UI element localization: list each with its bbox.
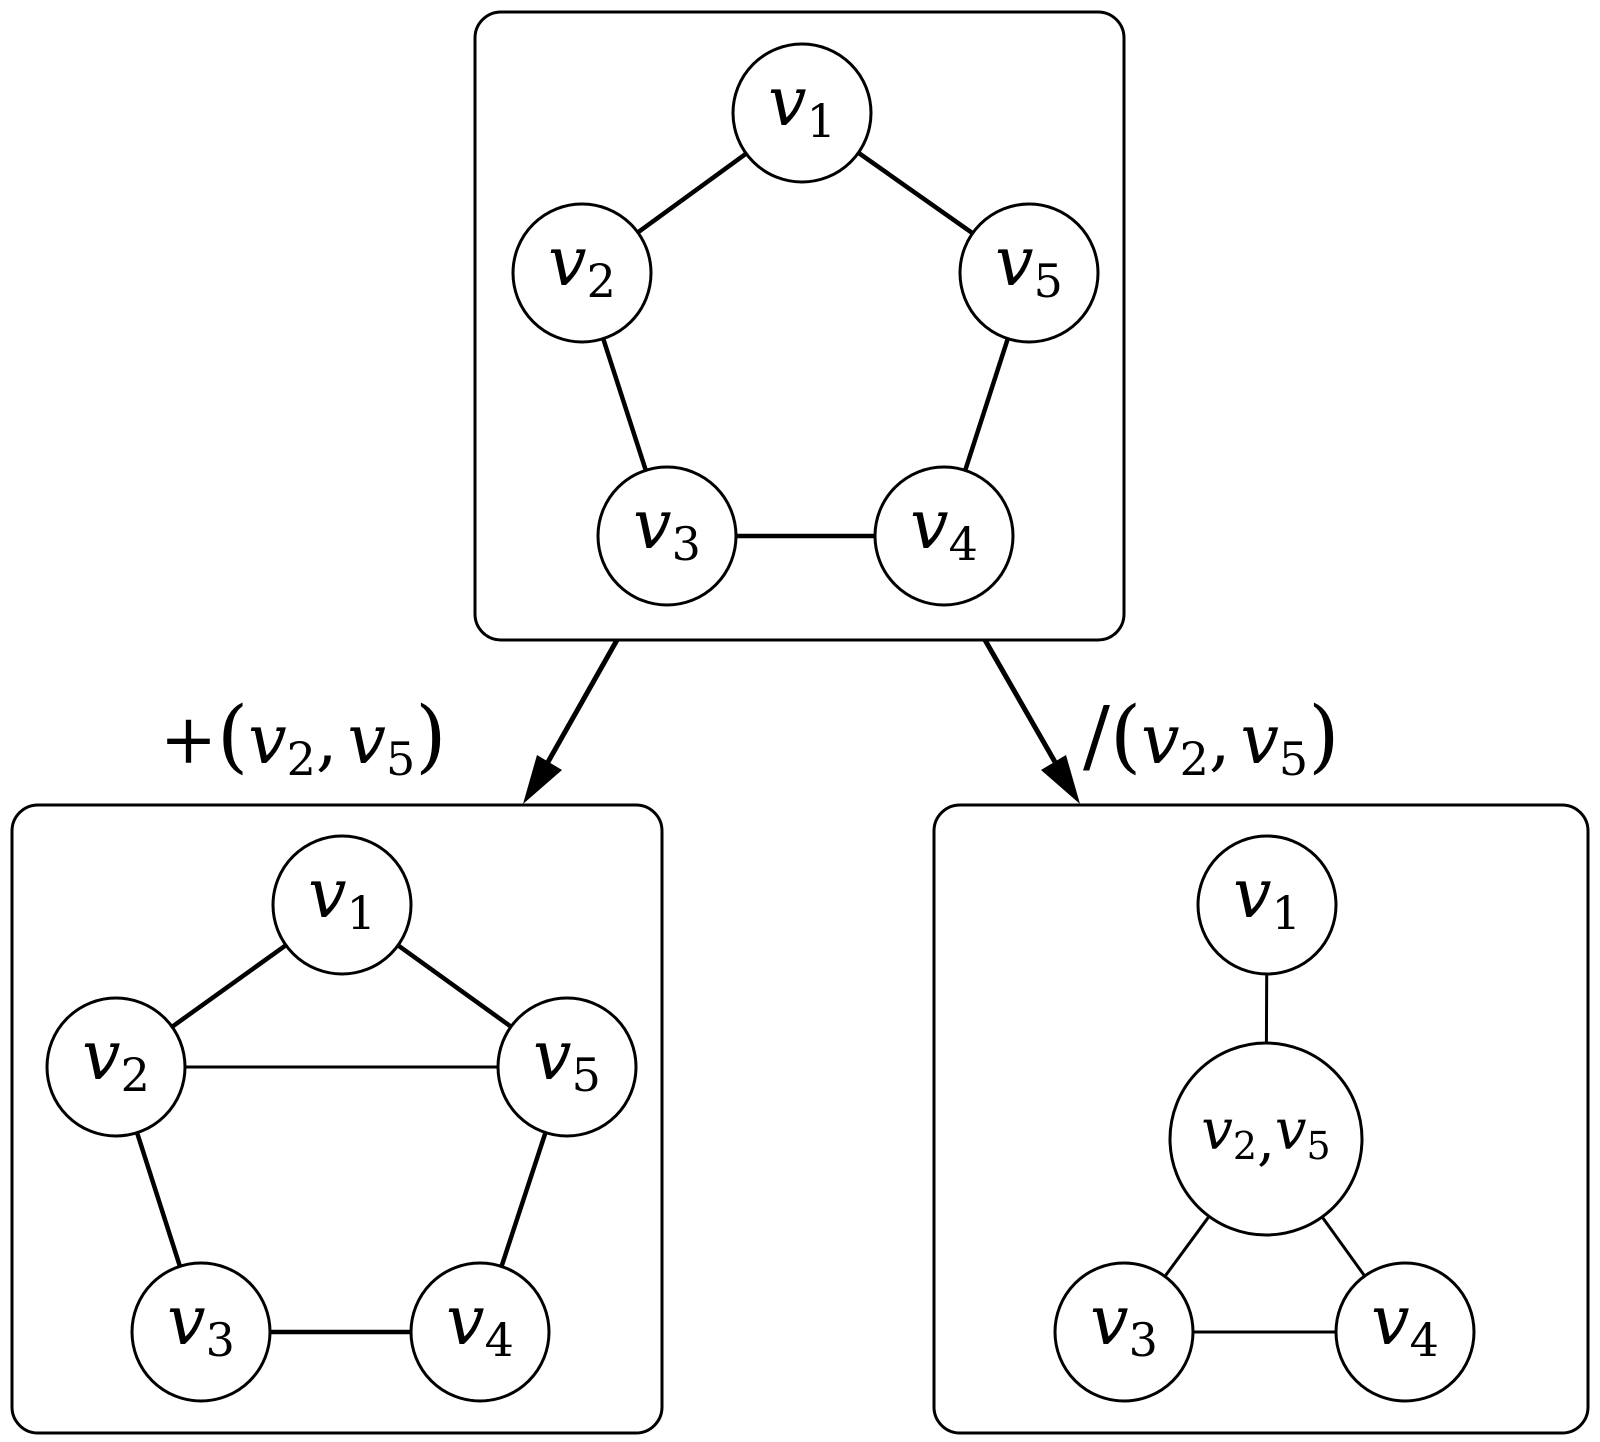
edge-original-v4-v5 xyxy=(963,337,1010,472)
node-label: v5 xyxy=(995,223,1063,308)
node-label: v3 xyxy=(633,486,701,571)
node-circle xyxy=(409,1261,551,1403)
node-circle xyxy=(1334,1261,1476,1403)
edge-original-v1-v2 xyxy=(636,151,748,235)
node-edge-addition-v1: v1 xyxy=(271,834,413,976)
node-circle xyxy=(596,465,738,607)
node-edge-addition-v2: v2 xyxy=(45,996,187,1138)
node-edge-addition-v4: v4 xyxy=(409,1261,551,1403)
edge-edge-addition-v4-v5 xyxy=(499,1131,548,1268)
node-label: v2 xyxy=(548,223,616,308)
node-label: v2,v5 xyxy=(1201,1098,1330,1173)
edge-edge-addition-v1-v2 xyxy=(170,943,288,1029)
node-original-v3: v3 xyxy=(596,465,738,607)
edge-edge-addition-v2-v3 xyxy=(134,1132,183,1267)
nodes-layer: v1 v2 v3 v4 v5 v1 v2 v3 v4 v5 v1 v2,v5 v3 v4 xyxy=(45,42,1476,1403)
edge-original-v5-v1 xyxy=(857,150,974,236)
node-edge-addition-v3: v3 xyxy=(130,1261,272,1403)
node-edge-contraction-v4: v4 xyxy=(1334,1261,1476,1403)
node-label: v1 xyxy=(308,855,376,940)
node-label: v4 xyxy=(1371,1282,1439,1367)
node-circle xyxy=(130,1261,272,1403)
node-label: v3 xyxy=(167,1282,235,1367)
node-circle xyxy=(958,202,1100,344)
node-original-v1: v1 xyxy=(731,42,873,184)
arrow-edge-contraction xyxy=(982,638,1080,804)
node-edge-contraction-v3: v3 xyxy=(1053,1261,1195,1403)
arrow-edge-addition xyxy=(523,638,620,804)
node-circle xyxy=(873,465,1015,607)
node-circle xyxy=(511,202,653,344)
node-original-v2: v2 xyxy=(511,202,653,344)
edges-layer xyxy=(134,150,1366,1335)
node-circle xyxy=(496,996,638,1138)
edge-edge-contraction-v25-v4 xyxy=(1320,1216,1366,1277)
node-original-v4: v4 xyxy=(873,465,1015,607)
node-edge-addition-v5: v5 xyxy=(496,996,638,1138)
node-label: v5 xyxy=(533,1017,601,1102)
node-edge-contraction-v1: v1 xyxy=(1196,834,1338,976)
node-label: v3 xyxy=(1090,1282,1158,1367)
node-circle xyxy=(1196,834,1338,976)
node-circle xyxy=(1168,1041,1364,1237)
node-original-v5: v5 xyxy=(958,202,1100,344)
node-label: v4 xyxy=(446,1282,514,1367)
node-label: v1 xyxy=(1233,855,1301,940)
label-edge-addition: +(v2,v5) xyxy=(160,689,446,786)
edge-original-v2-v3 xyxy=(601,337,648,472)
node-circle xyxy=(271,834,413,976)
node-circle xyxy=(731,42,873,184)
edge-edge-addition-v5-v1 xyxy=(396,943,513,1029)
node-circle xyxy=(45,996,187,1138)
label-edge-contraction: /(v2,v5) xyxy=(1083,689,1339,786)
node-label: v1 xyxy=(768,63,836,148)
node-label: v4 xyxy=(910,486,978,571)
node-circle xyxy=(1053,1261,1195,1403)
node-label: v2 xyxy=(82,1017,150,1102)
node-edge-contraction-v25: v2,v5 xyxy=(1168,1041,1364,1237)
edge-edge-contraction-v25-v3 xyxy=(1163,1215,1211,1278)
